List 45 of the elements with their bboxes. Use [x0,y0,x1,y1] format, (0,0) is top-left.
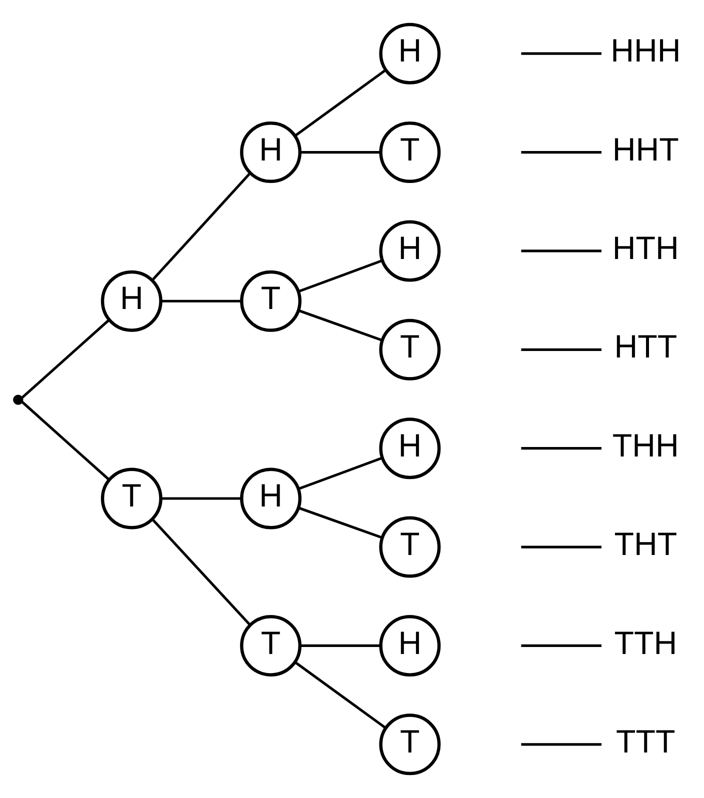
node-circle: T [379,516,441,578]
connector [151,172,251,282]
node-text: HTT [614,328,678,365]
node-text: THH [612,427,679,464]
node-dot [13,394,24,405]
node-text: TTH [614,624,678,661]
node-circle: H [240,468,302,530]
node-text: TTT [616,723,676,760]
node-text: HHH [610,32,681,69]
node-circle: H [379,418,441,480]
node-text: HHT [612,131,679,168]
node-circle: H [240,122,302,184]
node-circle: T [379,122,441,184]
node-circle: T [240,614,302,676]
node-circle: H [379,614,441,676]
connector [20,400,110,480]
connector [294,661,386,729]
node-circle: T [100,468,162,530]
connector [161,497,242,500]
connector [298,309,383,342]
connector [298,456,383,490]
connector [521,644,602,648]
connector [300,644,381,648]
connector [521,348,602,351]
connector [521,743,602,746]
node-text: THT [614,526,678,562]
connector [521,150,602,154]
connector [298,506,383,539]
connector [521,546,602,548]
connector [294,69,386,137]
node-text: HTH [612,230,679,266]
connector [521,52,602,55]
node-circle: T [379,714,441,776]
node-circle: H [379,22,441,84]
connector [521,447,602,450]
connector [161,300,242,302]
connector [152,518,252,626]
connector [300,150,381,154]
connector [521,250,602,252]
node-circle: T [379,318,441,380]
node-circle: T [240,270,302,332]
node-circle: H [100,270,162,332]
connector [20,319,110,400]
connector [298,259,383,293]
node-circle: H [379,220,441,282]
